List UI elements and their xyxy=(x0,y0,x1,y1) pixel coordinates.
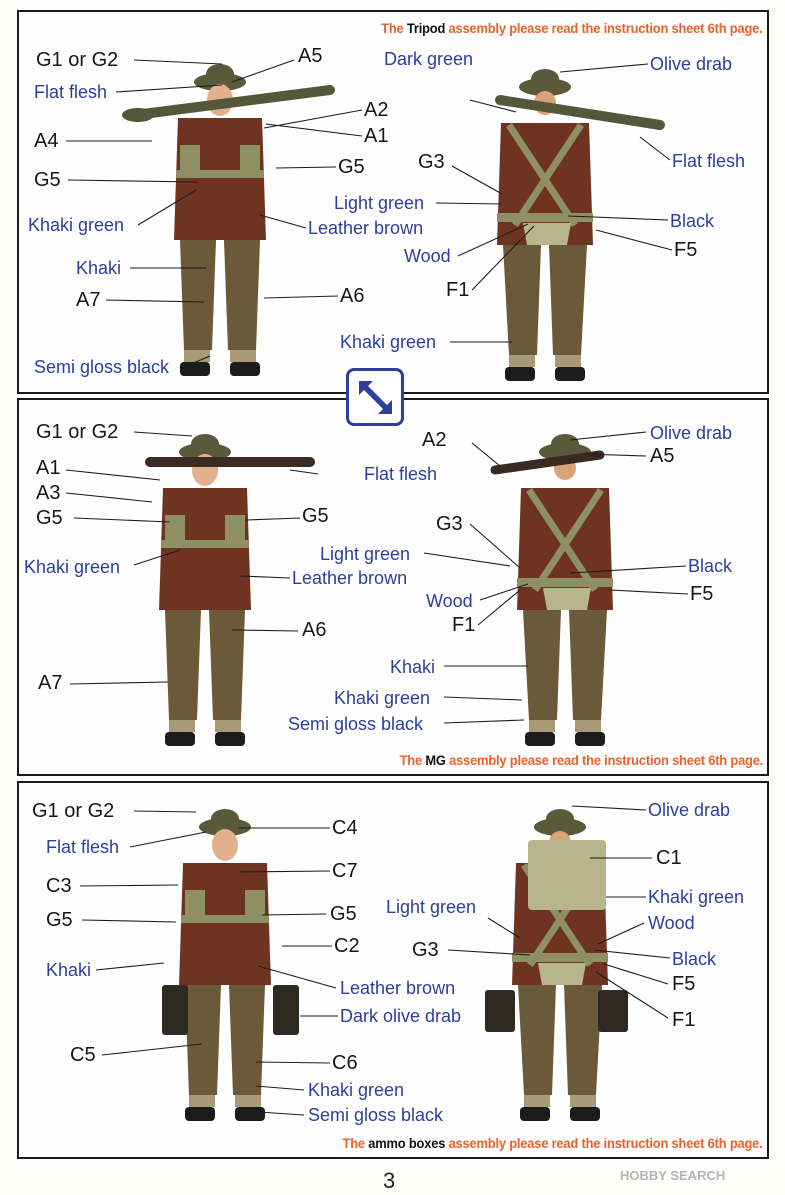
label-semi-gloss-black-3: Semi gloss black xyxy=(308,1105,444,1125)
label-g5-left: G5 xyxy=(34,169,61,191)
label-semi-gloss-black-2: Semi gloss black xyxy=(288,714,424,734)
label-g1-or-g2: G1 or G2 xyxy=(36,49,119,71)
label-khaki-2: Khaki xyxy=(390,657,436,677)
label-a2: A2 xyxy=(364,99,389,121)
watermark-suffix: SEARCH xyxy=(670,1168,726,1183)
label-dark-olive-drab: Dark olive drab xyxy=(340,1006,462,1026)
label-black-2: Black xyxy=(688,556,733,576)
label-olive-drab-3: Olive drab xyxy=(648,800,731,820)
label-black-3: Black xyxy=(672,949,717,969)
label-g3-3: G3 xyxy=(412,939,439,961)
label-f1-3: F1 xyxy=(672,1009,696,1031)
label-f1-2: F1 xyxy=(452,614,476,636)
label-a6: A6 xyxy=(340,285,365,307)
label-black: Black xyxy=(670,211,715,231)
label-leather-brown: Leather brown xyxy=(308,218,424,238)
label-flat-flesh-3: Flat flesh xyxy=(46,837,120,857)
panel-mg xyxy=(17,398,769,776)
label-a6-2: A6 xyxy=(302,619,327,641)
label-a2-2: A2 xyxy=(422,429,447,451)
label-a5: A5 xyxy=(298,45,323,67)
label-leather-brown-3: Leather brown xyxy=(340,978,456,998)
label-light-green-3: Light green xyxy=(386,897,477,917)
label-a4: A4 xyxy=(34,130,59,152)
label-f5-2: F5 xyxy=(690,583,714,605)
label-a7: A7 xyxy=(76,289,101,311)
label-semi-gloss-black: Semi gloss black xyxy=(34,357,170,377)
label-khaki-green: Khaki green xyxy=(28,215,125,235)
label-khaki-green-back: Khaki green xyxy=(340,332,437,352)
page-number: 3 xyxy=(383,1168,396,1193)
label-f5: F5 xyxy=(674,239,698,261)
watermark: HOBBY SEARCH xyxy=(620,1168,725,1183)
label-g3: G3 xyxy=(418,151,445,173)
label-g5-left-3: G5 xyxy=(46,909,73,931)
label-flat-flesh-back: Flat flesh xyxy=(672,151,746,171)
label-khaki: Khaki xyxy=(76,258,122,278)
label-wood: Wood xyxy=(404,246,451,266)
label-c2: C2 xyxy=(334,935,360,957)
label-khaki-green-3: Khaki green xyxy=(308,1080,405,1100)
label-g5-right-3: G5 xyxy=(330,903,357,925)
panel-note-ammo: The ammo boxes assembly please read the … xyxy=(342,1135,763,1151)
label-olive-drab-2: Olive drab xyxy=(650,423,733,443)
label-c6: C6 xyxy=(332,1052,358,1074)
label-c3: C3 xyxy=(46,875,72,897)
label-c1: C1 xyxy=(656,847,682,869)
label-g5-right-2: G5 xyxy=(302,505,329,527)
label-a1: A1 xyxy=(364,125,389,147)
label-light-green-2: Light green xyxy=(320,544,411,564)
label-g1-or-g2-3: G1 or G2 xyxy=(32,800,115,822)
label-flat-flesh: Flat flesh xyxy=(34,82,108,102)
label-khaki-3: Khaki xyxy=(46,960,92,980)
panel-ammo xyxy=(17,781,769,1159)
label-c7: C7 xyxy=(332,860,358,882)
label-leather-brown-2: Leather brown xyxy=(292,568,408,588)
swap-arrows-icon xyxy=(346,368,404,426)
label-g5-left-2: G5 xyxy=(36,507,63,529)
label-khaki-green-back-3: Khaki green xyxy=(648,887,745,907)
watermark-brand: HOBBY xyxy=(620,1168,667,1183)
label-olive-drab: Olive drab xyxy=(650,54,733,74)
label-a5-2: A5 xyxy=(650,445,675,467)
label-wood-2: Wood xyxy=(426,591,473,611)
label-g3-2: G3 xyxy=(436,513,463,535)
label-khaki-green-2: Khaki green xyxy=(24,557,121,577)
label-f5-3: F5 xyxy=(672,973,696,995)
panel-note-mg: The MG assembly please read the instruct… xyxy=(399,752,763,768)
label-a3: A3 xyxy=(36,482,61,504)
label-a7-2: A7 xyxy=(38,672,63,694)
label-dark-green: Dark green xyxy=(384,49,474,69)
label-khaki-green-back-2: Khaki green xyxy=(334,688,431,708)
label-c4: C4 xyxy=(332,817,358,839)
label-c5: C5 xyxy=(70,1044,96,1066)
label-light-green: Light green xyxy=(334,193,425,213)
label-g5-right: G5 xyxy=(338,156,365,178)
label-flat-flesh-2: Flat flesh xyxy=(364,464,438,484)
label-a1-2: A1 xyxy=(36,457,61,479)
label-g1-or-g2-2: G1 or G2 xyxy=(36,421,119,443)
label-f1: F1 xyxy=(446,279,470,301)
panel-note-tripod: The Tripod assembly please read the inst… xyxy=(381,20,764,36)
label-wood-3: Wood xyxy=(648,913,695,933)
